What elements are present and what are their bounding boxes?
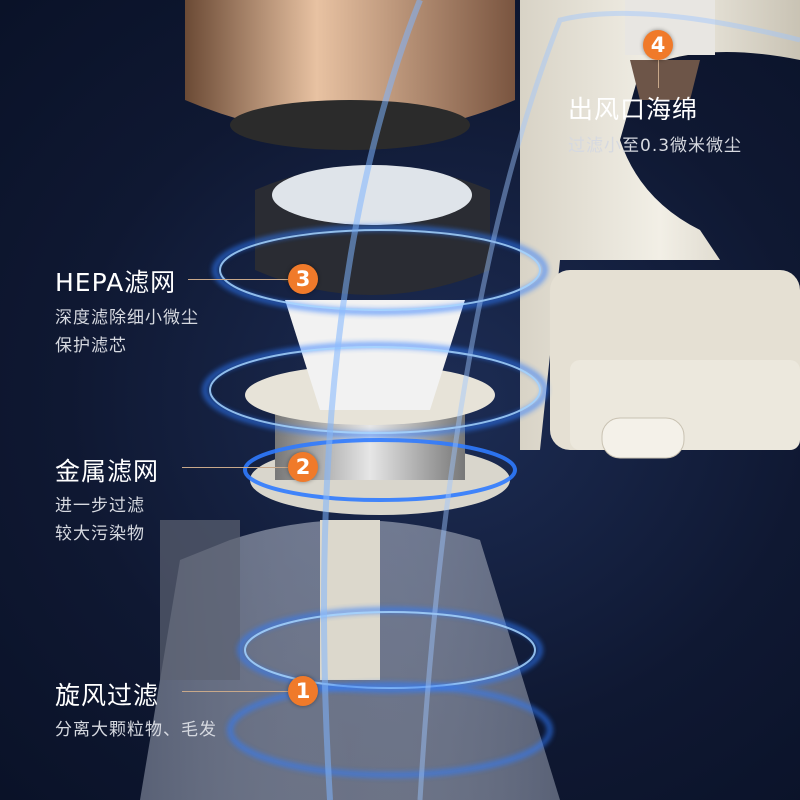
airflow-swirls xyxy=(203,0,800,800)
callout-1-leader xyxy=(182,691,288,692)
callout-2-title: 金属滤网 xyxy=(55,457,160,486)
power-button xyxy=(601,417,685,459)
hepa-pleats xyxy=(285,300,465,410)
callout-2-desc-2: 较大污染物 xyxy=(55,524,145,544)
callout-4-title: 出风口海绵 xyxy=(568,95,699,124)
handle-body xyxy=(520,0,800,450)
callout-2-desc-1: 进一步过滤 xyxy=(55,496,145,516)
callout-4-desc: 过滤小至0.3微米微尘 xyxy=(568,136,743,156)
outlet-sponge xyxy=(630,60,700,100)
callout-1-title: 旋风过滤 xyxy=(55,681,160,710)
callout-3-title: HEPA滤网 xyxy=(55,268,177,297)
badge-2: 2 xyxy=(288,452,318,482)
callout-3-desc-1: 深度滤除细小微尘 xyxy=(55,308,199,328)
callout-1-desc: 分离大颗粒物、毛发 xyxy=(55,720,217,740)
callout-3-desc-2: 保护滤芯 xyxy=(55,336,127,356)
callout-3-leader xyxy=(188,279,288,280)
badge-1: 1 xyxy=(288,676,318,706)
badge-4: 4 xyxy=(643,30,673,60)
gold-cylinder xyxy=(185,0,515,135)
badge-3: 3 xyxy=(288,264,318,294)
callout-4-leader xyxy=(658,58,659,88)
callout-2-leader xyxy=(182,467,288,468)
